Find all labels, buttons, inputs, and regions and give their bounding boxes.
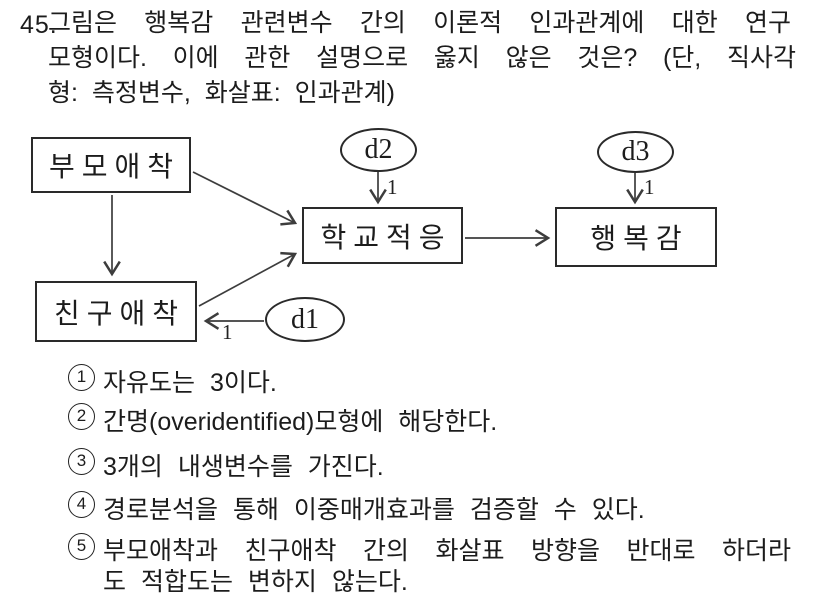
variable-label: 학교적응 [320, 222, 452, 254]
disturbance-ellipse-d3: d3 [597, 131, 674, 173]
variable-box-happiness: 행복감 [555, 207, 717, 267]
variable-label: 행복감 [590, 224, 689, 255]
question-text-line-2: 모형이다. 이에 관한 설명으로 옳지 않은 것은? (단, 직사각 [48, 44, 796, 72]
variable-box-school-adjustment: 학교적응 [302, 207, 463, 264]
option-4-text: 경로분석을 통해 이중매개효과를 검증할 수 있다. [103, 496, 645, 524]
disturbance-ellipse-d2: d2 [340, 128, 417, 172]
option-3-text: 3개의 내생변수를 가진다. [103, 453, 384, 481]
disturbance-ellipse-d1: d1 [265, 297, 345, 342]
disturbance-label: d3 [621, 136, 650, 167]
option-2-text: 간명(overidentified)모형에 해당한다. [103, 408, 498, 436]
path-weight-d1: 1 [222, 320, 233, 344]
option-3-number: 3 [68, 448, 95, 475]
option-5-text-line-1: 부모애착과 친구애착 간의 화살표 방향을 반대로 하더라 [103, 537, 791, 565]
option-1-number: 1 [68, 364, 95, 391]
option-4-number: 4 [68, 491, 95, 518]
arrow-parent-to-school [192, 171, 298, 226]
path-weight-d3: 1 [644, 175, 655, 199]
arrow-friend-to-school [198, 251, 298, 307]
variable-box-parent-attachment: 부모애착 [31, 137, 191, 193]
variable-label: 친구애착 [53, 298, 186, 330]
option-1-text: 자유도는 3이다. [103, 369, 277, 397]
option-5-text-line-2: 도 적합도는 변하지 않는다. [103, 568, 408, 593]
question-text-line-3: 형: 측정변수, 화살표: 인과관계) [48, 79, 396, 107]
disturbance-label: d1 [291, 303, 319, 335]
disturbance-label: d2 [364, 134, 393, 165]
variable-label: 부모애착 [48, 152, 181, 183]
path-weight-d2: 1 [387, 175, 398, 199]
option-2-number: 2 [68, 403, 95, 430]
question-text-line-1: 그림은 행복감 관련변수 간의 이론적 인과관계에 대한 연구 [48, 9, 791, 37]
question-number: 45. [20, 11, 58, 39]
option-5-number: 5 [68, 533, 95, 560]
variable-box-friend-attachment: 친구애착 [35, 281, 197, 342]
